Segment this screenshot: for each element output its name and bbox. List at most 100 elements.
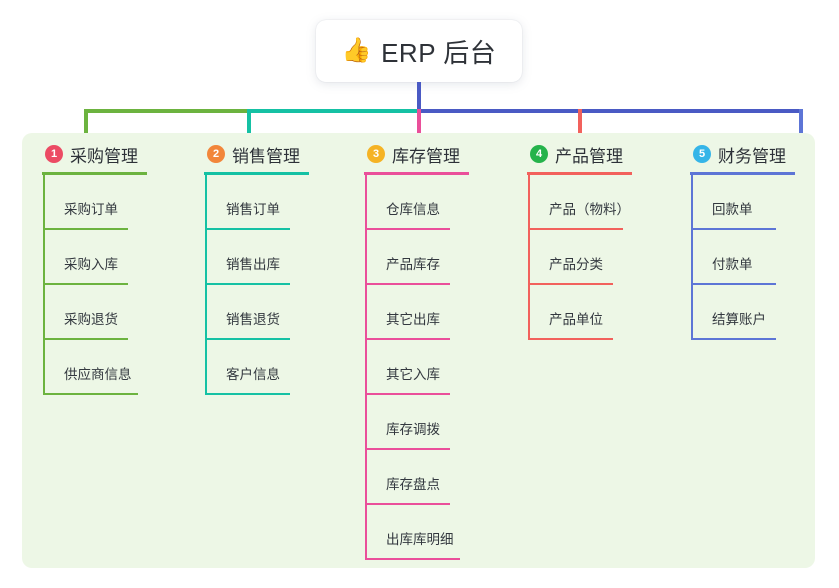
branch-item-label: 客户信息 [226,367,280,382]
branch-number-badge: 3 [367,145,385,163]
branch-header-rule [364,172,469,175]
branch-item[interactable]: 采购订单 [42,175,202,230]
branch-header[interactable]: 5 财务管理 [690,133,839,175]
branch-header-rule [42,172,147,175]
branch-column: 5 财务管理回款单付款单结算账户 [690,133,839,340]
branch-item[interactable]: 客户信息 [204,340,364,395]
branch-item-label: 库存调拨 [386,422,440,437]
branch-item-label: 销售订单 [226,202,280,217]
branch-item-rule [365,503,450,505]
branch-item[interactable]: 供应商信息 [42,340,202,395]
branch-item-label: 其它出库 [386,312,440,327]
branch-item-label: 出库库明细 [386,532,454,547]
branch-item-rule [365,228,450,230]
branch-item[interactable]: 采购入库 [42,230,202,285]
connector-bar-segment-2 [249,109,419,113]
branch-header-rule [204,172,309,175]
branch-title: 产品管理 [555,146,623,166]
branch-spine [365,175,367,560]
branch-item-rule [528,228,623,230]
branch-item[interactable]: 销售订单 [204,175,364,230]
branch-item[interactable]: 付款单 [690,230,839,285]
branch-item-rule [365,558,460,560]
branch-item-label: 库存盘点 [386,477,440,492]
branch-number-badge: 1 [45,145,63,163]
branch-item[interactable]: 销售退货 [204,285,364,340]
branch-item[interactable]: 产品（物料） [527,175,687,230]
branch-item[interactable]: 仓库信息 [364,175,524,230]
branch-item[interactable]: 销售出库 [204,230,364,285]
branch-item-label: 采购退货 [64,312,118,327]
branch-item-label: 产品（物料） [549,202,630,217]
branch-item-label: 其它入库 [386,367,440,382]
connector-drop-3 [417,109,421,142]
branch-spine [43,175,45,395]
branch-item[interactable]: 其它入库 [364,340,524,395]
branch-title: 库存管理 [392,146,460,166]
branch-item-label: 产品库存 [386,257,440,272]
branch-number-badge: 2 [207,145,225,163]
branch-item-list: 产品（物料） 产品分类产品单位 [527,175,687,340]
branch-header-rule [690,172,795,175]
connector-bar-segment-3 [417,109,803,113]
branch-item-rule [205,228,290,230]
branch-item-label: 结算账户 [712,312,766,327]
branch-item-label: 产品分类 [549,257,603,272]
branch-item-rule [205,283,290,285]
branch-item[interactable]: 出库库明细 [364,505,524,560]
branch-item-label: 回款单 [712,202,753,217]
branch-item-rule [365,283,450,285]
branch-spine [205,175,207,395]
branch-item-rule [205,393,290,395]
branch-item-rule [528,283,613,285]
branch-header[interactable]: 3 库存管理 [364,133,524,175]
root-node-title: 👍 ERP 后台 [342,33,497,70]
branch-number-badge: 5 [693,145,711,163]
branch-item-label: 供应商信息 [64,367,132,382]
branch-item-label: 仓库信息 [386,202,440,217]
branch-item-rule [205,338,290,340]
branch-column: 1 采购管理采购订单采购入库采购退货供应商信息 [42,133,202,395]
branch-item-rule [528,338,613,340]
branch-column: 3 库存管理仓库信息产品库存其它出库其它入库库存调拨库存盘点出库库明细 [364,133,524,560]
thumbs-up-icon: 👍 [341,37,373,64]
branch-item-list: 采购订单采购入库采购退货供应商信息 [42,175,202,395]
root-node-card[interactable]: 👍 ERP 后台 [316,20,522,82]
connector-drop-5 [799,109,803,142]
branch-title: 采购管理 [70,146,138,166]
branch-header[interactable]: 1 采购管理 [42,133,202,175]
branch-title: 财务管理 [718,146,786,166]
branch-item-list: 仓库信息产品库存其它出库其它入库库存调拨库存盘点出库库明细 [364,175,524,560]
branch-item-rule [691,228,776,230]
branch-item-label: 销售出库 [226,257,280,272]
branch-item-label: 采购入库 [64,257,118,272]
branch-item-rule [691,283,776,285]
connector-bar-segment-1 [84,109,251,113]
branch-header-rule [527,172,632,175]
branch-item-list: 销售订单销售出库销售退货客户信息 [204,175,364,395]
branch-item[interactable]: 产品单位 [527,285,687,340]
branch-item[interactable]: 产品分类 [527,230,687,285]
branch-item[interactable]: 采购退货 [42,285,202,340]
branch-item-rule [365,448,450,450]
branch-item-rule [43,228,128,230]
branch-item[interactable]: 库存调拨 [364,395,524,450]
connector-drop-1 [84,109,88,142]
branch-item-rule [365,338,450,340]
root-node-label: ERP 后台 [381,37,497,68]
connector-drop-2 [247,109,251,142]
branch-item-rule [43,338,128,340]
branch-item[interactable]: 库存盘点 [364,450,524,505]
branch-item-rule [43,393,138,395]
branch-item[interactable]: 产品库存 [364,230,524,285]
branch-item[interactable]: 结算账户 [690,285,839,340]
branch-item-rule [365,393,450,395]
branch-item[interactable]: 其它出库 [364,285,524,340]
branch-item[interactable]: 回款单 [690,175,839,230]
